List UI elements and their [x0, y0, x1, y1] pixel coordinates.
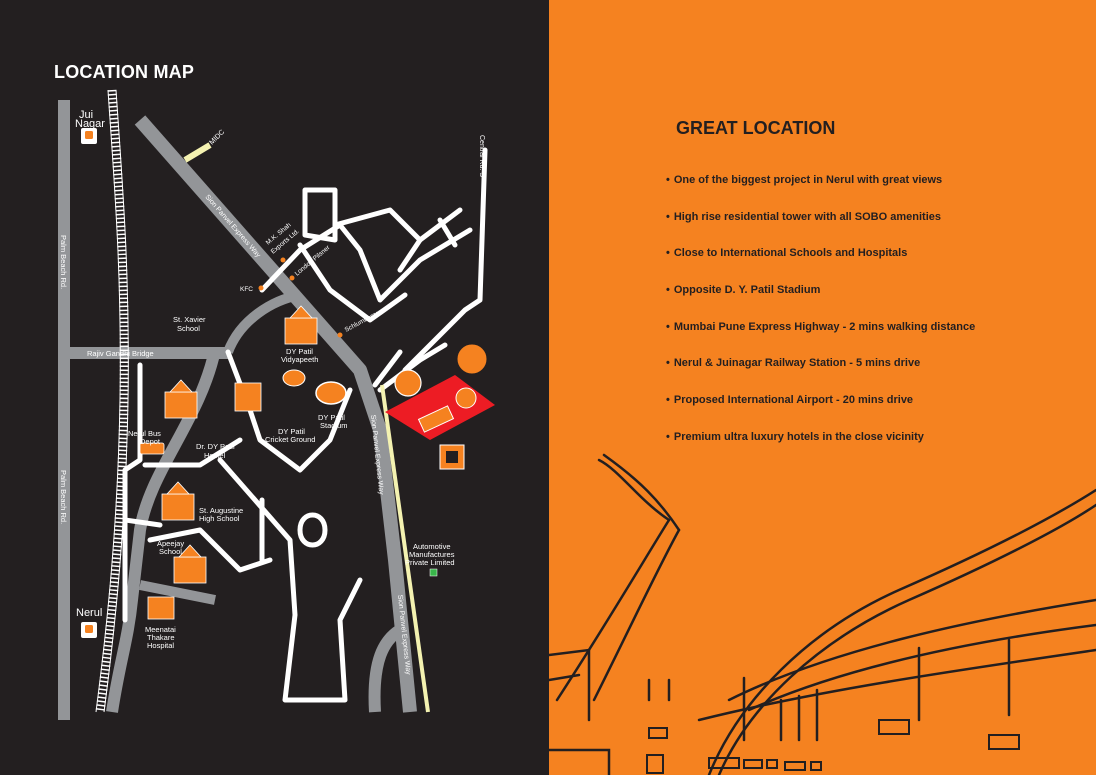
feature-item: Opposite D. Y. Patil Stadium	[666, 276, 975, 313]
internal-road-9	[302, 187, 338, 243]
london-pilsner-pin	[289, 275, 295, 281]
internal-road-15	[377, 342, 448, 393]
place-label-meenatai-2: Thakare	[147, 633, 175, 642]
feature-item: One of the biggest project in Nerul with…	[666, 166, 975, 203]
place-label-dy-vidyapeeth-1: DY Patil	[286, 347, 313, 356]
place-label-dy-hostel-1: Dr. DY Patil	[196, 442, 235, 451]
feature-list: One of the biggest project in Nerul with…	[666, 166, 975, 460]
internal-road-2	[122, 362, 143, 623]
fingerprint-icon	[456, 343, 488, 375]
school-icon	[173, 544, 207, 584]
place-label-dy-vidyapeeth-2: Vidyapeeth	[281, 355, 318, 364]
bus-icon	[139, 442, 165, 455]
internal-road-6	[217, 457, 363, 703]
place-label-apeejay-2: School	[159, 547, 182, 556]
location-title: GREAT LOCATION	[676, 118, 836, 138]
internal-road-14	[372, 349, 403, 388]
place-label-st-augustine-2: High School	[199, 514, 240, 523]
road-label-rajiv-gandhi: Rajiv Gandhi Bridge	[87, 349, 154, 358]
feature-item: Close to International Schools and Hospi…	[666, 239, 975, 276]
internal-road-12	[297, 242, 408, 323]
internal-road-7	[297, 512, 328, 548]
hospital-road	[139, 580, 216, 605]
feature-item: High rise residential tower with all SOB…	[666, 203, 975, 240]
road-label-midc: MIDC	[208, 129, 226, 147]
internal-road-13	[402, 147, 488, 373]
place-label-apeejay-1: Apeejay	[157, 539, 184, 548]
shopping-cart-icon	[394, 369, 422, 397]
service-lane	[380, 384, 430, 713]
place-label-dy-cricket-1: DY Patil	[278, 427, 305, 436]
feature-item: Premium ultra luxury hotels in the close…	[666, 423, 975, 460]
location-map[interactable]: Jui Nagar Nerul Palm Beach Rd. Palm Beac…	[0, 0, 549, 775]
place-label-automotive-3: Private Limited	[405, 558, 455, 567]
place-label-dy-cricket-2: Cricket Ground	[265, 435, 315, 444]
hostel-icon	[234, 382, 262, 412]
place-label-st-xavier-1: St. Xavier	[173, 315, 206, 324]
internal-road-3	[142, 437, 243, 468]
place-label-meenatai-3: Hospital	[147, 641, 174, 650]
feature-item: Proposed International Airport - 20 mins…	[666, 386, 975, 423]
road-label-central-rd: Central Rd. S	[478, 135, 485, 177]
road-label-palm-beach-lower: Palm Beach Rd.	[59, 470, 68, 524]
mk-shah-pin	[280, 257, 286, 263]
school-icon	[164, 379, 198, 419]
place-label-dy-stadium-2: Stadium	[320, 421, 348, 430]
school-icon	[284, 305, 318, 345]
chip-icon	[439, 444, 465, 470]
place-label-nerul-bus-1: Nerul Bus	[128, 429, 161, 438]
service-road	[223, 290, 302, 354]
place-label-automotive-2: Manufactures	[409, 550, 455, 559]
flyover-illustration	[549, 453, 1096, 775]
factory-icon	[429, 568, 438, 577]
place-label-dy-hostel-2: Hostel	[204, 451, 226, 460]
hospital-icon	[147, 596, 175, 620]
station-label-nerul: Nerul	[76, 607, 102, 619]
station-label-jui-1: Jui	[79, 109, 93, 121]
place-label-nerul-bus-2: Depot	[140, 437, 161, 446]
cricket-ground-icon	[282, 369, 306, 387]
sion-panvel-expressway	[134, 115, 417, 713]
internal-road-4	[147, 527, 273, 573]
internal-road-8	[259, 222, 473, 303]
place-label-kfc: KFC	[240, 286, 253, 293]
kfc-pin	[258, 285, 264, 291]
midc-road	[183, 142, 212, 163]
road-label-sion-panvel-1: Sion Panvel Express Way	[203, 194, 261, 260]
project-circle-icon	[455, 387, 477, 409]
train-icon	[81, 622, 97, 638]
schlumberger-pin	[337, 332, 343, 338]
internal-road-11	[417, 207, 463, 248]
lower-loop-road	[368, 624, 404, 713]
place-label-st-augustine-1: St. Augustine	[199, 506, 243, 515]
map-title: LOCATION MAP	[54, 62, 195, 82]
railway-line	[95, 89, 129, 713]
place-label-automotive-1: Automotive	[413, 542, 451, 551]
feature-item: Mumbai Pune Express Highway - 2 mins wal…	[666, 313, 975, 350]
white-roads	[122, 147, 488, 703]
stadium-icon	[315, 381, 347, 405]
place-label-meenatai-1: Meenatai	[145, 625, 176, 634]
gray-roads	[58, 100, 417, 720]
place-label-st-xavier-2: School	[177, 324, 200, 333]
road-label-palm-beach-upper: Palm Beach Rd.	[59, 235, 68, 289]
train-icon	[81, 128, 97, 144]
school-icon	[161, 481, 195, 521]
feature-item: Nerul & Juinagar Railway Station - 5 min…	[666, 349, 975, 386]
internal-road-5	[122, 517, 163, 528]
station-label-jui-2: Nagar	[75, 118, 105, 130]
internal-road-10	[332, 207, 423, 273]
place-label-dy-stadium-1: DY Patil	[318, 413, 345, 422]
